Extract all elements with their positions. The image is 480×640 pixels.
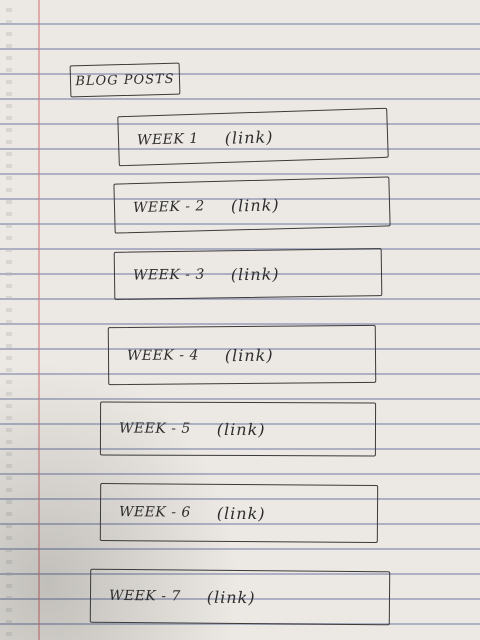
blog-post-item-week-4[interactable]: WEEK - 4 (link) bbox=[107, 324, 377, 386]
post-label: WEEK - 2 bbox=[132, 198, 206, 217]
blog-post-item-week-1[interactable]: WEEK 1 (link) bbox=[117, 107, 389, 167]
post-label: WEEK - 4 bbox=[126, 347, 199, 365]
post-link[interactable]: (link) bbox=[230, 264, 280, 284]
blog-post-item-week-2[interactable]: WEEK - 2 (link) bbox=[113, 176, 391, 234]
post-link[interactable]: (link) bbox=[224, 345, 274, 365]
post-link[interactable]: (link) bbox=[224, 126, 274, 148]
page-title-text: BLOG POSTS bbox=[75, 71, 175, 89]
blog-post-item-week-7[interactable]: WEEK - 7 (link) bbox=[89, 568, 391, 626]
post-link[interactable]: (link) bbox=[216, 419, 266, 439]
margin-line bbox=[38, 0, 40, 640]
blog-post-item-week-5[interactable]: WEEK - 5 (link) bbox=[99, 401, 377, 457]
blog-post-item-week-3[interactable]: WEEK - 3 (link) bbox=[113, 248, 383, 300]
post-link[interactable]: (link) bbox=[216, 503, 266, 523]
binding-holes bbox=[6, 0, 12, 640]
post-link[interactable]: (link) bbox=[230, 194, 280, 216]
page-title: BLOG POSTS bbox=[69, 62, 181, 98]
post-label: WEEK - 3 bbox=[132, 266, 205, 284]
post-label: WEEK 1 bbox=[136, 130, 199, 149]
post-label: WEEK - 7 bbox=[108, 587, 181, 605]
post-label: WEEK - 6 bbox=[118, 504, 191, 521]
post-link[interactable]: (link) bbox=[206, 587, 256, 607]
post-label: WEEK - 5 bbox=[118, 420, 191, 437]
blog-post-item-week-6[interactable]: WEEK - 6 (link) bbox=[99, 483, 379, 543]
